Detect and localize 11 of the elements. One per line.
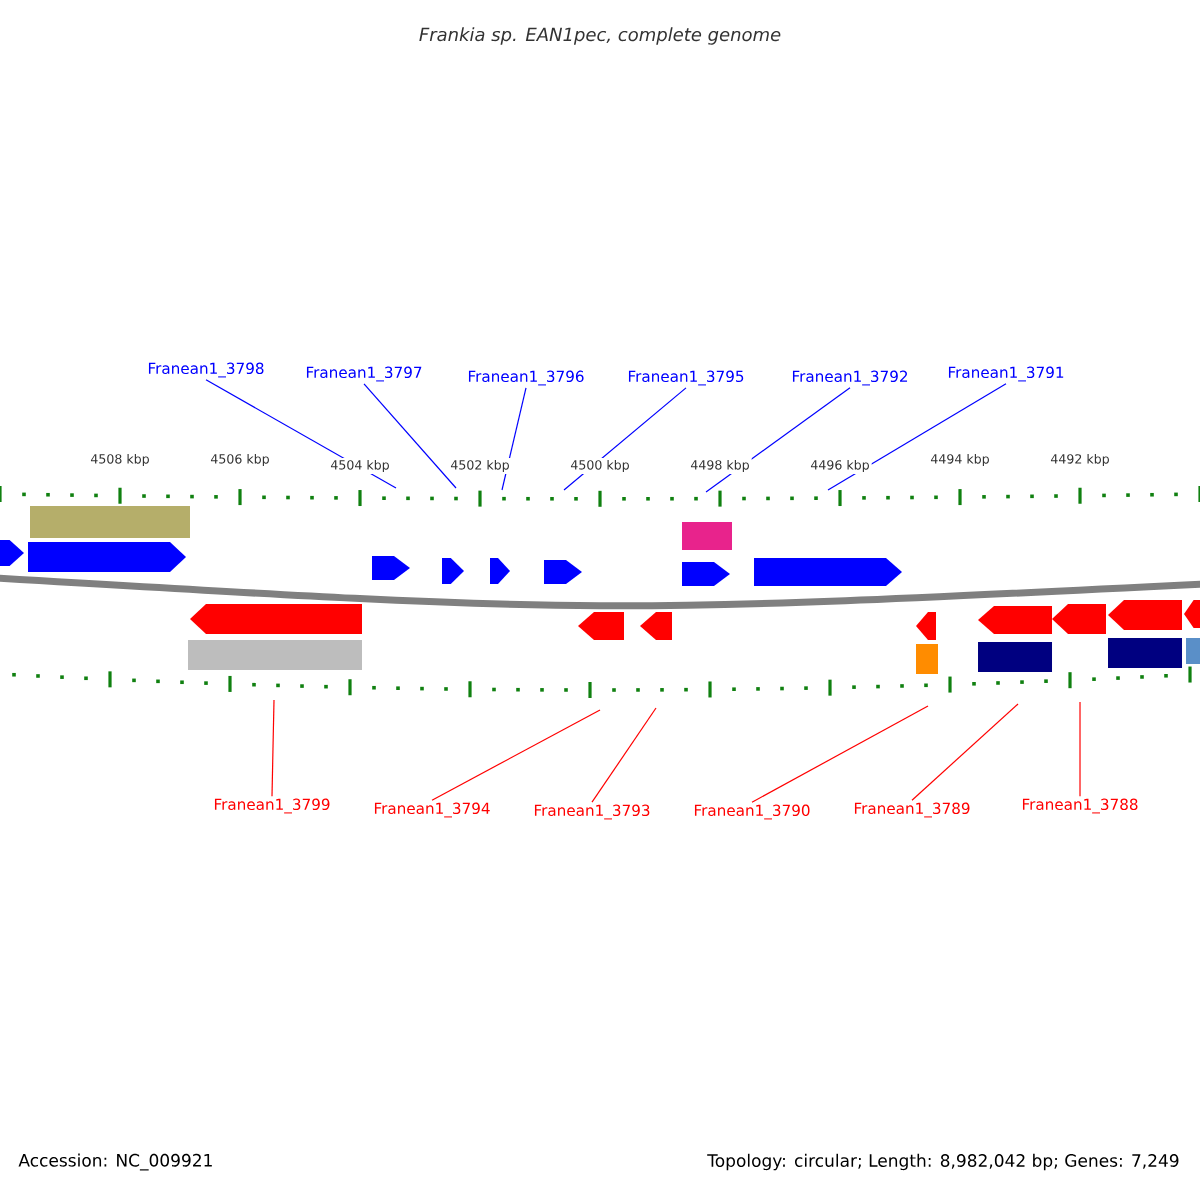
leader-line: [1079, 701, 1081, 797]
leader-line: [363, 383, 457, 489]
leader-line: [431, 709, 601, 801]
accession-text: Accession: NC_009921: [18, 1153, 212, 1171]
leader-line: [827, 383, 1007, 491]
leader-line: [271, 699, 275, 797]
title: Frankia sp. EAN1pec, complete genome: [419, 27, 781, 45]
genome-info-text: Topology: circular; Length: 8,982,042 bp; Genes: 7,249: [707, 1153, 1179, 1171]
leader-line: [751, 705, 929, 803]
leader-line: [911, 703, 1019, 801]
leader-line: [591, 707, 657, 803]
